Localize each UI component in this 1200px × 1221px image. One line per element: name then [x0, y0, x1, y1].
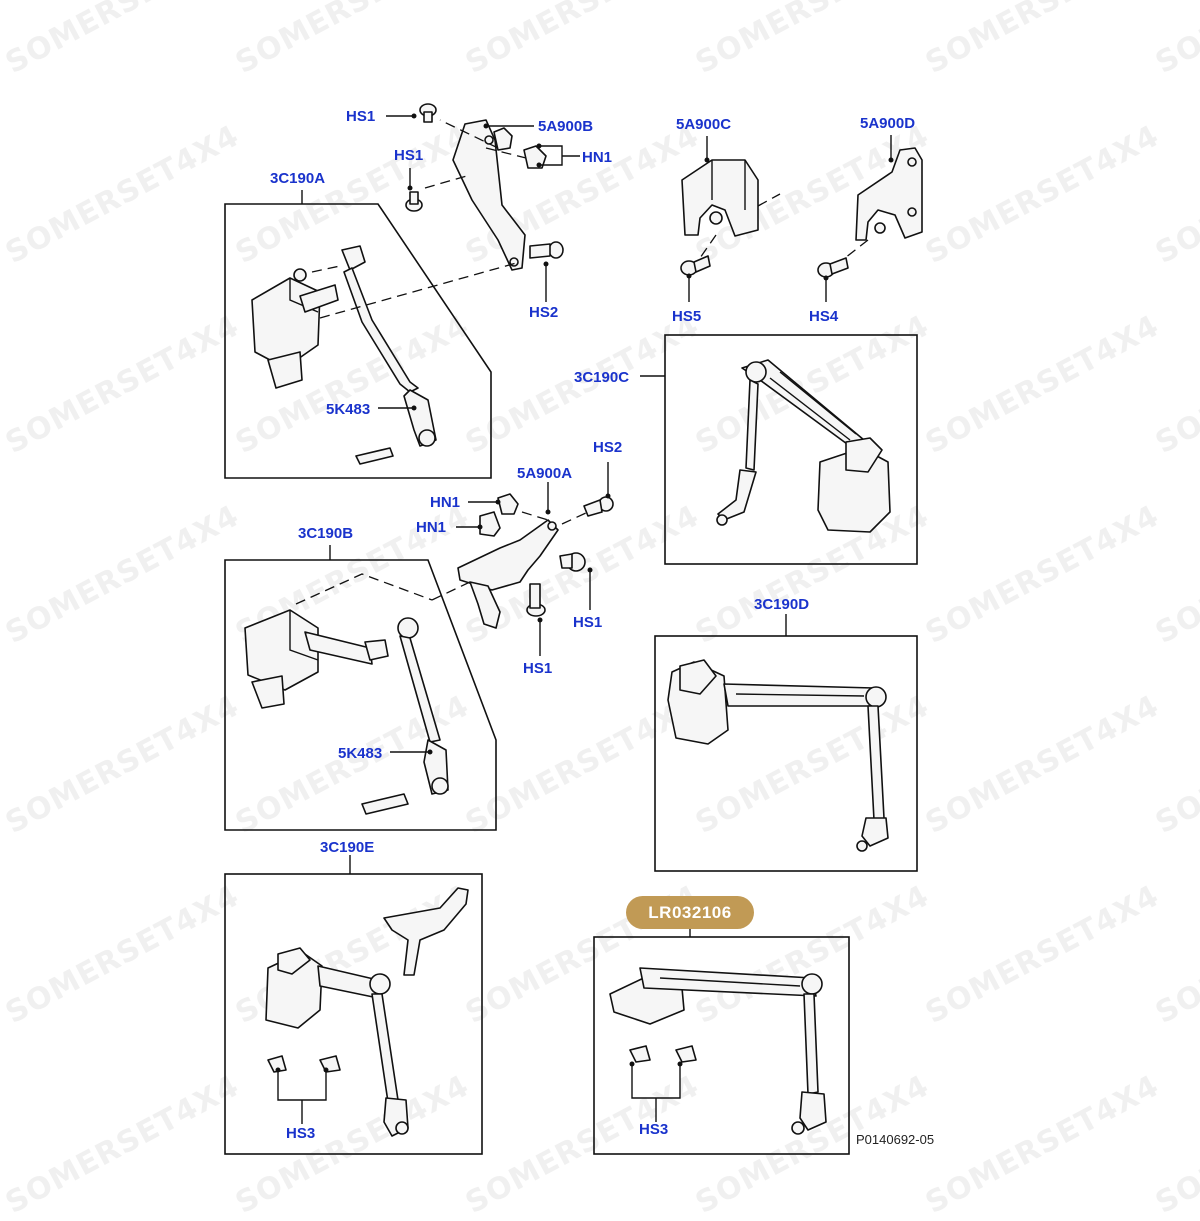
frame-3c190a: [224, 203, 492, 479]
sensor-3c190d: [667, 659, 889, 852]
label-hs5: HS5: [672, 308, 702, 325]
label-5a900b: 5A900B: [538, 118, 594, 135]
label-hs4: HS4: [809, 308, 839, 325]
label-hs3-left: HS3: [286, 1125, 316, 1142]
label-hs1-mid: HS1: [394, 147, 424, 164]
diagram-reference-code: P0140692-05: [856, 1132, 935, 1147]
label-5a900d: 5A900D: [860, 115, 916, 132]
part-number-callout[interactable]: LR032106: [626, 896, 754, 929]
nut-5a900b: [493, 127, 513, 151]
bolt-hs2-mid: [583, 496, 614, 517]
sensor-3c190a: [251, 245, 521, 465]
label-hs1-right: HS1: [573, 614, 603, 631]
nut-hn1-a: [497, 493, 519, 515]
nut-hn1-b: [479, 511, 501, 537]
label-hs2-mid: HS2: [593, 439, 623, 456]
label-hs1-top: HS1: [346, 108, 376, 125]
sensor-3c190c: [716, 359, 891, 533]
bracket-5a900d: [844, 147, 923, 259]
label-5a900c: 5A900C: [676, 116, 732, 133]
label-3c190b: 3C190B: [298, 525, 354, 542]
bolt-hs5: [680, 255, 711, 276]
label-5k483-a: 5K483: [326, 401, 371, 418]
bolt-hs1-bottom: [526, 583, 546, 617]
bracket-5a900c: [681, 159, 781, 259]
label-3c190c: 3C190C: [574, 369, 630, 386]
frame-3c190b: [224, 559, 497, 831]
label-3c190d: 3C190D: [754, 596, 810, 613]
bolt-hs4: [817, 257, 849, 278]
label-hn1-top: HN1: [582, 149, 613, 166]
frame-3c190e: [224, 873, 483, 1155]
bolt-hs2-top: [529, 241, 564, 259]
label-hn1-b: HN1: [416, 519, 447, 536]
bolt-hs1-right: [559, 552, 586, 572]
nut-hn1-top: [523, 145, 547, 169]
label-hs3-right: HS3: [639, 1121, 669, 1138]
label-hn1-a: HN1: [430, 494, 461, 511]
label-3c190e: 3C190E: [320, 839, 375, 856]
sensor-3c190e: [265, 887, 469, 1137]
label-5a900a: 5A900A: [517, 465, 573, 482]
frame-lr032106: [593, 936, 850, 1155]
label-5k483-b: 5K483: [338, 745, 383, 762]
frame-3c190c: [664, 334, 918, 565]
sensor-3c190b: [244, 573, 449, 815]
sensor-lr032106: [609, 967, 827, 1135]
bolt-hs1-mid: [405, 191, 423, 212]
label-3c190a: 3C190A: [270, 170, 326, 187]
label-hs2-top: HS2: [529, 304, 559, 321]
bolt-hs1-top: [419, 103, 437, 123]
label-hs1-bottom: HS1: [523, 660, 553, 677]
bracket-5a900a: [431, 511, 589, 629]
